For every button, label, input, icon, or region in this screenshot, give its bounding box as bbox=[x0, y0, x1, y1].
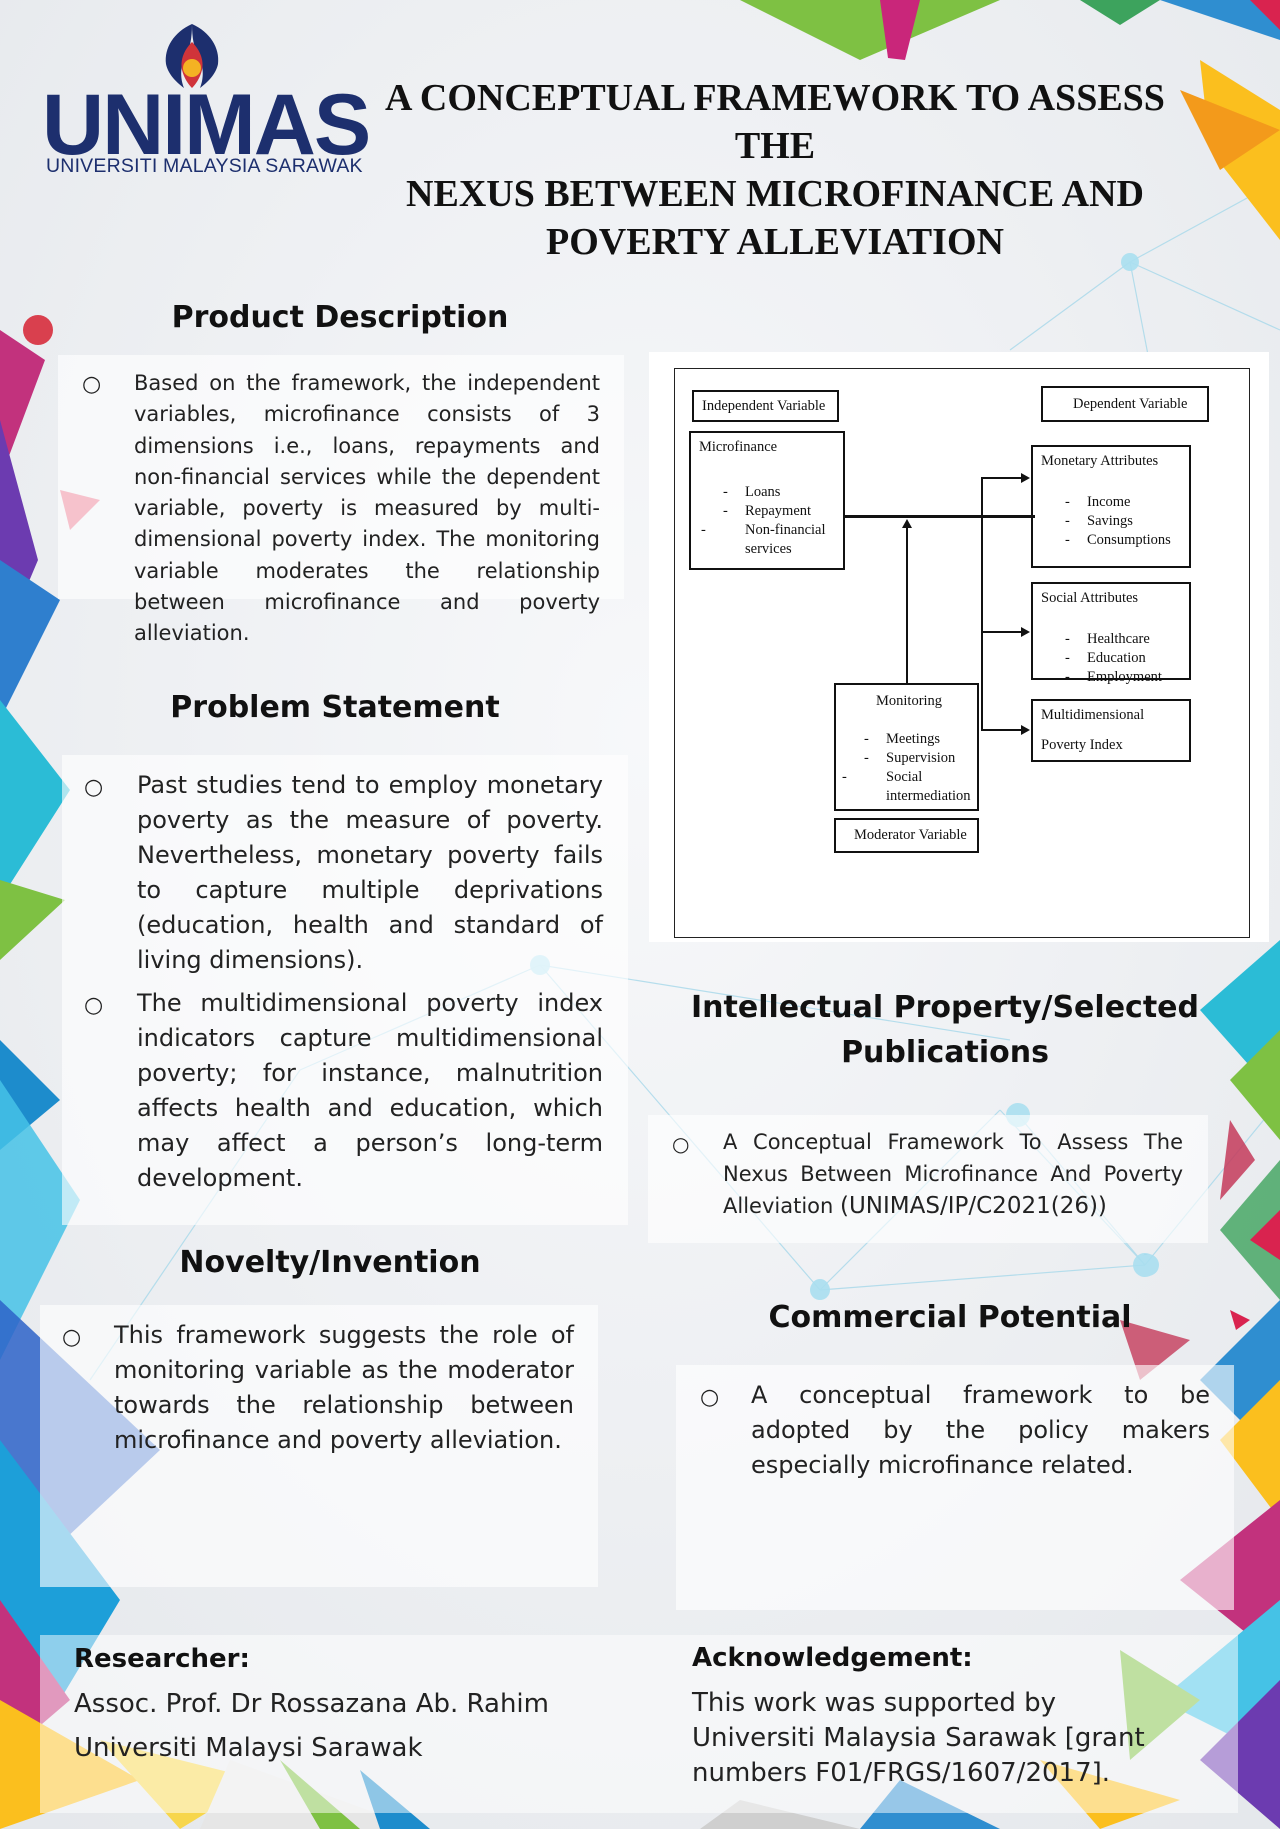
arrow-up-icon bbox=[902, 519, 912, 528]
connector-moderator bbox=[906, 527, 908, 683]
microfinance-box: Microfinance Loans Repayment Non-financi… bbox=[689, 431, 845, 570]
social-item: Healthcare bbox=[1065, 630, 1162, 649]
problem-statement-panel bbox=[62, 755, 628, 1225]
problem-statement-text-2: The multidimensional poverty index indic… bbox=[137, 989, 603, 1192]
product-description-heading: Product Description bbox=[171, 300, 509, 335]
ip-heading-line-1: Intellectual Property/Selected bbox=[691, 990, 1199, 1025]
bullet-icon: ○ bbox=[82, 372, 102, 397]
monetary-attributes-box: Monetary Attributes Income Savings Consu… bbox=[1031, 445, 1191, 568]
monitoring-item: Social intermediation bbox=[864, 768, 978, 806]
social-attributes-box: Social Attributes Healthcare Education E… bbox=[1031, 582, 1191, 685]
arrow-icon bbox=[1021, 473, 1030, 483]
ip-publication-text: A Conceptual Framework To Assess The Nex… bbox=[723, 1130, 1183, 1219]
commercial-panel bbox=[676, 1365, 1234, 1610]
monetary-item: Consumptions bbox=[1065, 531, 1171, 550]
framework-diagram: Independent Variable Dependent Variable … bbox=[649, 352, 1269, 942]
researcher-name: Assoc. Prof. Dr Rossazana Ab. Rahim bbox=[74, 1689, 549, 1719]
logo-subtitle: UNIVERSITI MALAYSIA SARAWAK bbox=[46, 155, 363, 177]
acknowledgement-text: This work was supported by Universiti Ma… bbox=[692, 1688, 1145, 1788]
connector-main bbox=[845, 515, 1035, 518]
problem-statement-text-1: Past studies tend to employ monetary pov… bbox=[137, 771, 603, 974]
bullet-icon: ○ bbox=[84, 993, 104, 1018]
monitoring-item: Meetings bbox=[864, 730, 978, 749]
microfinance-item: Loans bbox=[723, 483, 845, 502]
monetary-item: Savings bbox=[1065, 512, 1171, 531]
arrow-icon bbox=[1021, 627, 1030, 637]
connector-to-mpi bbox=[981, 729, 1023, 731]
ip-heading: Intellectual Property/Selected Publicati… bbox=[690, 985, 1200, 1075]
monetary-item: Income bbox=[1065, 493, 1171, 512]
commercial-text: A conceptual framework to be adopted by … bbox=[751, 1381, 1210, 1479]
problem-statement-heading: Problem Statement bbox=[170, 690, 500, 725]
connector-to-monetary bbox=[981, 477, 1023, 479]
novelty-panel bbox=[40, 1305, 598, 1587]
ip-heading-line-2: Publications bbox=[841, 1035, 1049, 1070]
connector-to-social bbox=[981, 631, 1023, 633]
unimas-logo: UNIMAS UNIVERSITI MALAYSIA SARAWAK bbox=[36, 22, 371, 182]
novelty-heading: Novelty/Invention bbox=[179, 1245, 481, 1280]
acknowledgement-label: Acknowledgement: bbox=[692, 1643, 973, 1673]
researcher-label: Researcher: bbox=[74, 1644, 250, 1674]
connector-vertical bbox=[981, 477, 983, 729]
title-line-3: POVERTY ALLEVIATION bbox=[546, 221, 1004, 263]
logo-emblem-icon bbox=[165, 24, 219, 88]
bullet-icon: ○ bbox=[700, 1385, 720, 1410]
bullet-icon: ○ bbox=[62, 1325, 82, 1350]
microfinance-item: Repayment bbox=[723, 502, 845, 521]
social-item: Education bbox=[1065, 649, 1162, 668]
product-description-panel bbox=[58, 355, 624, 599]
dependent-variable-box: Dependent Variable bbox=[1041, 386, 1209, 422]
researcher-affiliation: Universiti Malaysi Sarawak bbox=[74, 1733, 423, 1763]
logo-wordmark: UNIMAS bbox=[42, 77, 371, 173]
multidimensional-poverty-box: Multidimensional Poverty Index bbox=[1031, 699, 1191, 762]
moderator-variable-box: Moderator Variable bbox=[834, 818, 979, 853]
title-line-1: A CONCEPTUAL FRAMEWORK TO ASSESS THE bbox=[385, 77, 1165, 167]
novelty-text: This framework suggests the role of moni… bbox=[114, 1321, 574, 1454]
diagram-frame: Independent Variable Dependent Variable … bbox=[674, 368, 1250, 938]
product-description-text: Based on the framework, the independent … bbox=[134, 371, 600, 646]
footer-panel bbox=[40, 1635, 1238, 1813]
bullet-icon: ○ bbox=[84, 775, 104, 800]
ip-panel bbox=[648, 1115, 1208, 1243]
independent-variable-box: Independent Variable bbox=[692, 390, 839, 422]
arrow-icon bbox=[1021, 725, 1030, 735]
commercial-potential-heading: Commercial Potential bbox=[768, 1300, 1132, 1335]
title-line-2: NEXUS BETWEEN MICROFINANCE AND bbox=[406, 173, 1144, 215]
poster-title: A CONCEPTUAL FRAMEWORK TO ASSESS THE NEX… bbox=[360, 74, 1190, 266]
social-item: Employment bbox=[1065, 668, 1162, 687]
monitoring-box: Monitoring Meetings Supervision Social i… bbox=[834, 683, 979, 811]
microfinance-item: Non-financial services bbox=[723, 521, 845, 559]
bullet-icon: ○ bbox=[672, 1132, 690, 1156]
monitoring-item: Supervision bbox=[864, 749, 978, 768]
